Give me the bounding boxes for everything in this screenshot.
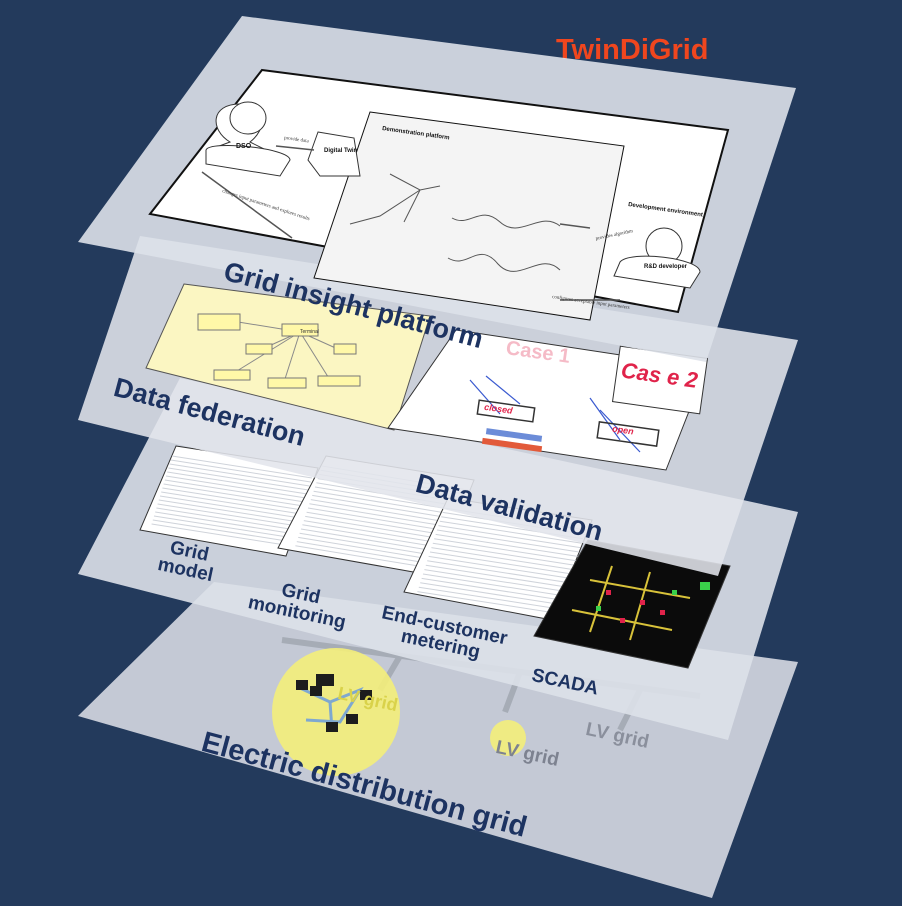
table-row-line bbox=[422, 573, 566, 597]
table-row-line bbox=[156, 507, 297, 531]
node-topological bbox=[197, 313, 241, 331]
table-row-line bbox=[163, 483, 304, 507]
table-row-line bbox=[424, 569, 567, 593]
table-row-line bbox=[161, 491, 302, 515]
table-row-line bbox=[313, 490, 460, 516]
provide-data-label: provide data bbox=[284, 136, 310, 145]
node-transformer bbox=[213, 369, 251, 381]
scada-screen bbox=[533, 539, 731, 669]
table-row-line bbox=[305, 515, 452, 541]
table-row-line bbox=[302, 524, 449, 550]
rd-developer-label: R&D developer bbox=[644, 264, 688, 270]
table-row-line bbox=[428, 555, 571, 579]
table-row-line bbox=[435, 533, 578, 557]
digital-twin-label: Digital Twin bbox=[324, 148, 358, 154]
node-switch bbox=[245, 343, 273, 355]
table-row-line bbox=[152, 519, 293, 543]
table-row-line bbox=[429, 551, 573, 575]
table-row-line bbox=[168, 467, 309, 491]
digital-twin-box bbox=[307, 131, 361, 177]
table-row-line bbox=[427, 560, 570, 584]
table-row-line bbox=[431, 547, 574, 571]
table-row-line bbox=[418, 586, 561, 610]
table-row-line bbox=[432, 542, 575, 566]
table-row-line bbox=[425, 564, 568, 588]
table-row-line bbox=[299, 532, 446, 558]
table-row-line bbox=[170, 459, 311, 483]
grid-model-table bbox=[139, 445, 319, 557]
table-row-line bbox=[303, 520, 450, 546]
table-row-line bbox=[157, 503, 298, 527]
data-federation-panel: Terminal bbox=[145, 283, 431, 431]
table-row-line bbox=[151, 523, 292, 547]
table-row-line bbox=[167, 471, 308, 495]
table-row-line bbox=[159, 495, 301, 519]
node-terminal-label: Terminal bbox=[300, 329, 319, 335]
table-row-line bbox=[164, 479, 305, 503]
table-row-line bbox=[310, 499, 457, 525]
table-row-line bbox=[309, 503, 456, 529]
table-row-line bbox=[158, 499, 299, 523]
table-row-line bbox=[421, 577, 564, 601]
table-row-line bbox=[420, 582, 563, 606]
node-bus bbox=[333, 343, 357, 355]
table-row-line bbox=[155, 511, 296, 535]
table-row-line bbox=[169, 463, 310, 487]
table-row-line bbox=[312, 494, 459, 520]
table-row-line bbox=[438, 525, 581, 549]
table-row-line bbox=[153, 515, 295, 539]
dso-label: DSO bbox=[236, 143, 252, 150]
table-row-line bbox=[171, 455, 313, 479]
closed-label: closed bbox=[484, 402, 514, 416]
table-row-line bbox=[162, 487, 303, 511]
table-row-line bbox=[417, 591, 560, 615]
house-icons bbox=[296, 674, 372, 732]
data-validation-panel: Cas e 2 Case 1 closed open bbox=[387, 329, 709, 471]
table-row-line bbox=[307, 507, 455, 533]
table-row-line bbox=[439, 520, 582, 544]
table-row-line bbox=[434, 538, 577, 562]
lv-grid-highlight-small bbox=[490, 720, 526, 756]
table-row-line bbox=[436, 529, 580, 553]
node-external bbox=[317, 375, 361, 387]
node-busbar bbox=[267, 377, 307, 389]
table-row-line bbox=[306, 511, 453, 537]
open-label: open bbox=[612, 424, 635, 437]
node-terminal bbox=[281, 323, 319, 337]
table-row-line bbox=[165, 475, 307, 499]
grid-insight-diagram: DSO provide data Digital Twin Demonstrat… bbox=[148, 68, 730, 321]
table-row-line bbox=[300, 528, 448, 554]
